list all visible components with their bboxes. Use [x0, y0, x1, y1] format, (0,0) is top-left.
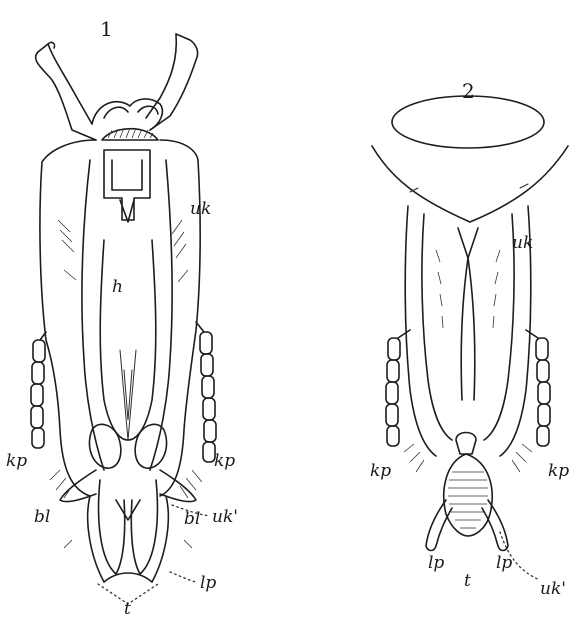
- fig2-label-lp-right: lp: [496, 553, 512, 573]
- fig1-label-lp: lp: [200, 573, 216, 593]
- fig1-label-kp-left: kp: [6, 451, 27, 471]
- fig1-label-uk-prime: uk': [212, 507, 238, 527]
- fig2-label-kp-right: kp: [548, 461, 569, 481]
- fig1-label-bl-right: bl: [184, 509, 200, 529]
- fig2-label-lp-left: lp: [428, 553, 444, 573]
- fig1-label-kp-right: kp: [214, 451, 235, 471]
- fig1-label-uk: uk: [190, 199, 211, 219]
- fig2-label-uk: uk: [512, 233, 533, 253]
- fig2-label-uk-prime: uk': [540, 579, 566, 599]
- fig2-label-kp-left: kp: [370, 461, 391, 481]
- figure-2-drawing: [372, 96, 568, 580]
- fig1-label-bl-left: bl: [34, 507, 50, 527]
- fig1-label-t: t: [124, 599, 131, 618]
- figure-2-number: 2: [462, 79, 475, 103]
- figure-1-number: 1: [100, 17, 113, 41]
- fig1-label-h: h: [112, 277, 123, 297]
- fig2-label-t: t: [464, 571, 471, 591]
